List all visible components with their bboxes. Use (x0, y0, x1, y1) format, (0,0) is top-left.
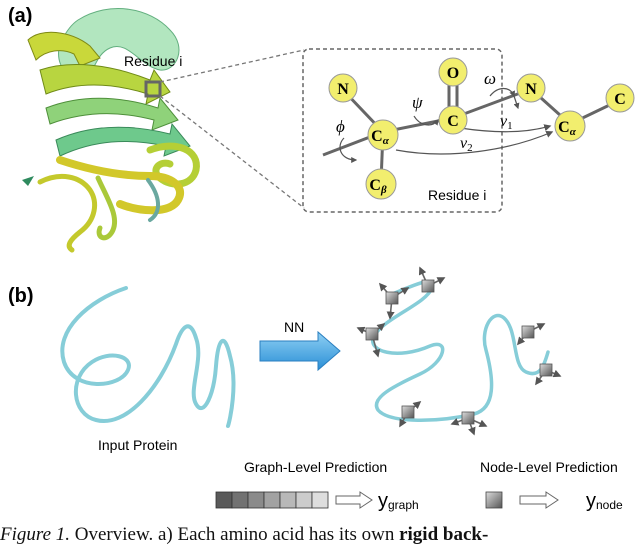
atom-n2: N (516, 73, 546, 103)
input-protein-curve (60, 286, 236, 428)
node-frame (399, 400, 422, 428)
svg-text:C: C (614, 91, 626, 108)
node-frame (516, 323, 546, 346)
atom-c-end: C (605, 83, 635, 113)
v2-label: v2 (460, 135, 473, 154)
svg-text:Cβ: Cβ (369, 177, 387, 196)
svg-text:N: N (337, 81, 349, 98)
node-frame (535, 363, 562, 386)
nn-label: NN (284, 319, 304, 335)
residue-label: Residue i (124, 53, 182, 69)
atom-o: O (438, 57, 468, 87)
atom-cb: Cβ (365, 168, 397, 200)
input-protein-label: Input Protein (98, 437, 177, 453)
node-frame (378, 282, 410, 320)
graph-level-label: Graph-Level Prediction (244, 459, 387, 475)
node-level-label: Node-Level Prediction (480, 459, 618, 475)
protein-ribbon (22, 8, 200, 253)
node-frame (356, 322, 386, 358)
figure-caption: Figure 1. Overview. a) Each amino acid h… (0, 524, 640, 546)
torsion-arrows (339, 87, 554, 163)
residue-inset-box (302, 48, 503, 213)
graph-output-arrow (335, 491, 373, 509)
svg-text:O: O (447, 65, 459, 82)
output-protein-curve (371, 279, 550, 423)
node-output-arrow (519, 491, 559, 509)
nn-arrow (259, 330, 341, 372)
psi-label: ψ (412, 93, 423, 112)
caption-bold: rigid back- (399, 524, 489, 545)
v1-label: v1 (500, 113, 513, 132)
atom-ca2: Cα (554, 110, 586, 142)
y-graph-label: ygraph (378, 490, 419, 512)
svg-text:Cα: Cα (371, 128, 390, 147)
caption-prefix: Figure 1. (0, 524, 71, 545)
inset-residue-label: Residue i (428, 187, 486, 203)
residue-marker (144, 80, 162, 98)
atom-ca1: Cα (367, 119, 399, 151)
svg-text:N: N (525, 81, 537, 98)
node-frame (418, 266, 446, 293)
graph-embedding-bar (215, 491, 329, 509)
node-embedding-box (485, 491, 503, 509)
panel-b-label: (b) (8, 285, 34, 307)
atom-c: C (438, 105, 468, 135)
omega-label: ω (484, 69, 496, 88)
zoom-line-top (159, 49, 305, 83)
svg-text:C: C (447, 113, 459, 130)
node-frame (450, 411, 488, 436)
zoom-line-bottom (159, 95, 305, 209)
y-node-label: ynode (586, 490, 623, 512)
caption-text: Overview. a) Each amino acid has its own (70, 524, 400, 545)
phi-label: ϕ (336, 117, 345, 136)
atom-n1: N (328, 73, 358, 103)
svg-text:Cα: Cα (558, 119, 577, 138)
panel-a-label: (a) (8, 5, 32, 27)
